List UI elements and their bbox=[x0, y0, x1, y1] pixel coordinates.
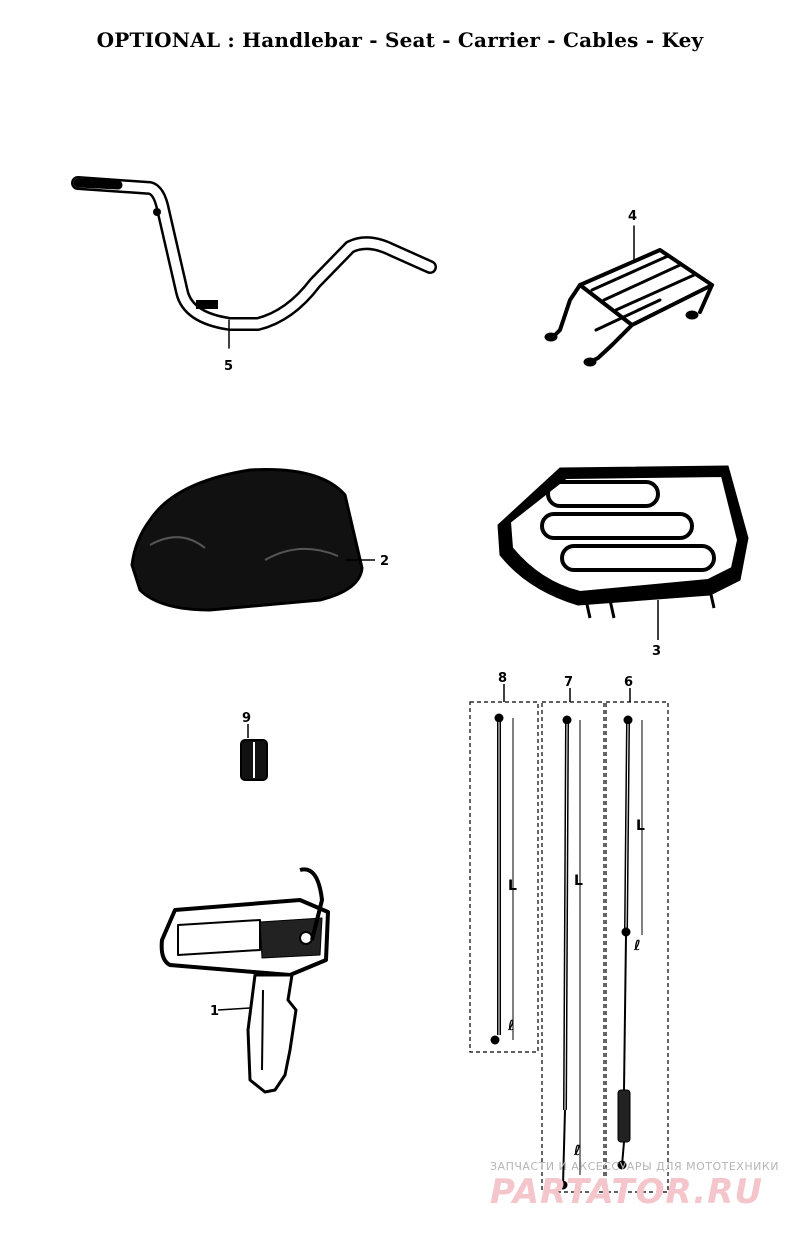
callout-cable-left: 8 bbox=[498, 671, 507, 686]
key bbox=[159, 867, 330, 1094]
grommet bbox=[240, 724, 268, 781]
cable-left-end-label: ℓ bbox=[507, 1018, 515, 1034]
cable-right-length-label: L bbox=[636, 818, 645, 834]
cable-box-right bbox=[605, 701, 669, 1193]
cable-middle-end-label: ℓ bbox=[573, 1143, 581, 1159]
watermark-logo: PARTATOR.RU bbox=[490, 1172, 763, 1212]
callout-front-carrier: 3 bbox=[652, 644, 661, 659]
callout-grommet: 9 bbox=[242, 711, 251, 726]
cable-left-length-label: L bbox=[508, 878, 517, 894]
diagram-title: OPTIONAL : Handlebar - Seat - Carrier - … bbox=[96, 28, 704, 52]
handlebar bbox=[71, 176, 437, 349]
callout-rear-carrier: 4 bbox=[628, 209, 637, 224]
cable-leaders bbox=[503, 684, 631, 702]
callout-cable-middle: 7 bbox=[564, 675, 573, 690]
callout-handlebar: 5 bbox=[224, 359, 233, 374]
cable-middle-length-label: L bbox=[574, 873, 583, 889]
cable-right bbox=[617, 715, 643, 1170]
rear-carrier bbox=[544, 225, 714, 367]
callout-seat: 2 bbox=[380, 554, 389, 569]
cable-left bbox=[490, 713, 514, 1045]
cable-boxes bbox=[469, 701, 669, 1193]
seat bbox=[130, 468, 375, 612]
callout-cable-right: 6 bbox=[624, 675, 633, 690]
watermark-tagline: ЗАПЧАСТИ И АКСЕССУАРЫ ДЛЯ МОТОТЕХНИКИ bbox=[490, 1160, 779, 1173]
front-carrier bbox=[497, 465, 749, 640]
cable-box-middle bbox=[541, 701, 605, 1193]
cable-right-end-label: ℓ bbox=[633, 938, 641, 954]
cable-box-left bbox=[469, 701, 539, 1053]
callout-key: 1 bbox=[210, 1004, 219, 1019]
cable-middle bbox=[558, 715, 581, 1190]
